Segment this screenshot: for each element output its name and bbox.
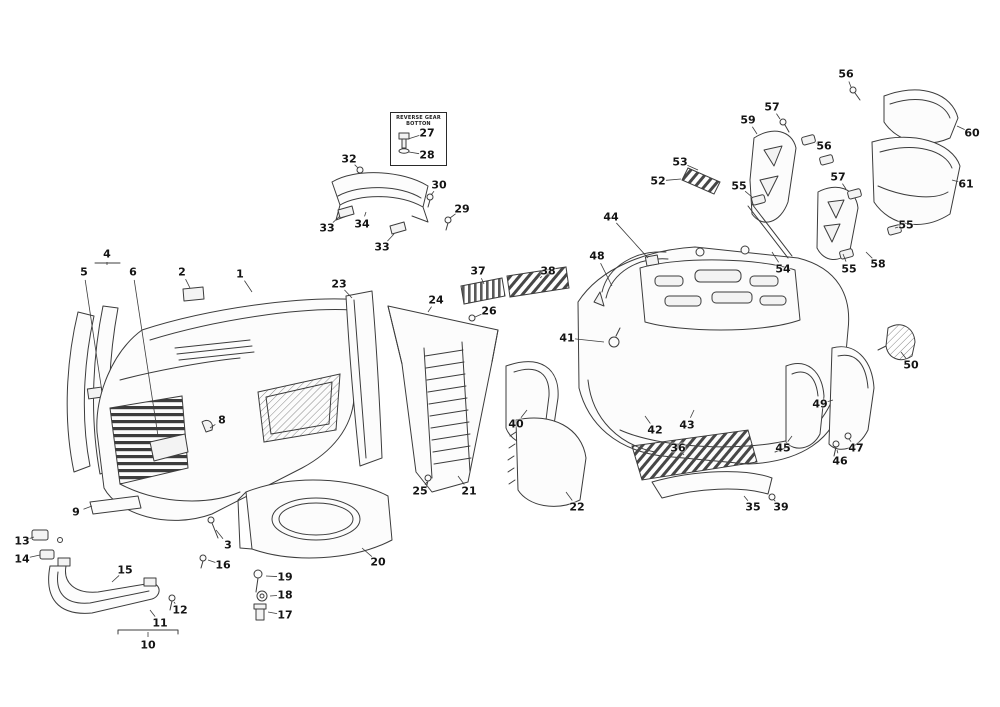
part-cap-50 xyxy=(877,324,916,361)
inset-box-label: REVERSE GEAR BOTTON xyxy=(396,115,441,127)
part-support-58 xyxy=(816,186,859,260)
part-screw-16 xyxy=(199,554,207,569)
part-screw-12 xyxy=(168,594,176,611)
part-bumper xyxy=(48,557,179,635)
part-pin-3 xyxy=(207,516,219,539)
part-strip-9 xyxy=(89,495,142,515)
part-grille-38 xyxy=(506,266,570,298)
part-latch-8 xyxy=(201,419,213,433)
part-panel-61 xyxy=(871,136,961,225)
part-panel-60 xyxy=(883,89,959,144)
part-top-bracket xyxy=(331,166,452,235)
part-steering-tower xyxy=(387,305,499,493)
part-grille-37 xyxy=(460,277,506,305)
part-bracket-2 xyxy=(182,286,205,302)
part-screw-56 xyxy=(849,86,861,101)
part-rear-grille-36 xyxy=(631,429,758,481)
part-pin-stack-17-18-19 xyxy=(253,569,268,621)
reverse-gear-inset-box: REVERSE GEAR BOTTON xyxy=(390,112,447,166)
part-rear-strip-35 xyxy=(651,471,776,501)
part-fender-45 xyxy=(785,363,825,449)
part-screw-57 xyxy=(779,118,790,133)
part-pads xyxy=(751,134,902,260)
part-reverse-gear-bolt xyxy=(398,132,410,154)
part-fender-49 xyxy=(828,346,875,450)
part-brackets-13-14 xyxy=(31,529,63,560)
part-dash-side-panel xyxy=(345,290,383,467)
part-rod-54 xyxy=(747,203,793,259)
leader-lines xyxy=(29,81,965,637)
part-knob-41 xyxy=(608,327,621,348)
part-seat-support xyxy=(593,251,669,307)
part-footrest-panel xyxy=(237,479,393,559)
part-hood xyxy=(96,298,363,521)
part-bolts-46-47 xyxy=(832,432,852,457)
part-striped-pad-52 xyxy=(681,167,721,195)
part-panel-22 xyxy=(507,417,587,507)
part-support-59 xyxy=(749,130,797,223)
